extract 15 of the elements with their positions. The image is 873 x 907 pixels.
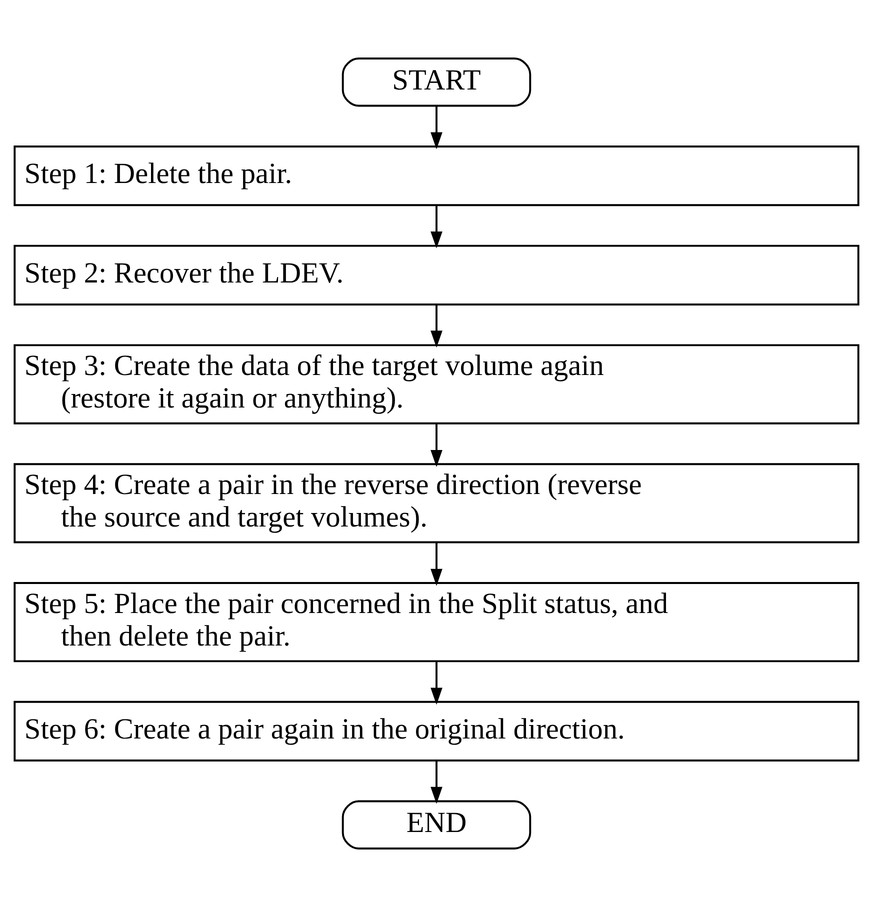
arrow: [430, 760, 442, 804]
node-box: Step 5: Place the pair concerned in the Split status, and then delete the pair.: [14, 582, 860, 662]
arrow: [430, 424, 442, 467]
node-box: Step 3: Create the data of the target volume again (restore it again or anything).: [14, 344, 860, 424]
node-box: Step 6: Create a pair again in the original direction.: [14, 700, 860, 762]
arrow: [430, 661, 442, 705]
arrow: [430, 542, 442, 586]
node-box: END: [342, 800, 532, 850]
node-box: START: [342, 58, 532, 107]
node-box: Step 4: Create a pair in the reverse direction (reverse the source and target volumes).: [14, 463, 860, 544]
node-box: Step 1: Delete the pair.: [14, 146, 860, 206]
arrow: [430, 205, 442, 248]
node-box: Step 2: Recover the LDEV.: [14, 244, 860, 306]
arrow: [430, 106, 442, 150]
arrow: [430, 304, 442, 348]
